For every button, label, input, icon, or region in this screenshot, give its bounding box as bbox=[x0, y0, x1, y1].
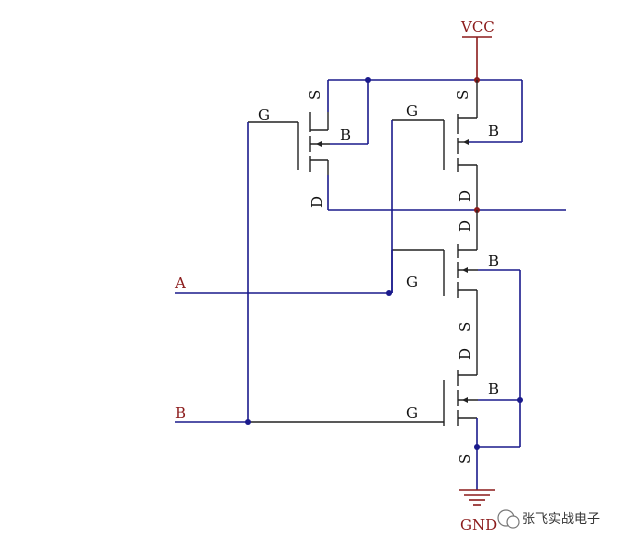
pmos-left: G B S D bbox=[248, 80, 369, 210]
pmos-left-body-label: B bbox=[340, 126, 351, 144]
pmos-right-drain-label: D bbox=[456, 190, 474, 202]
input-b-junction bbox=[245, 419, 251, 425]
input-a-label: A bbox=[174, 274, 186, 292]
nmos-top-body-label: B bbox=[488, 252, 499, 270]
body-junction bbox=[517, 397, 523, 403]
nmos-bottom-drain-label: D bbox=[456, 348, 474, 360]
pmos-right-source-label: S bbox=[454, 90, 472, 100]
ground-symbol: GND bbox=[459, 489, 497, 534]
gnd-label: GND bbox=[460, 516, 497, 534]
watermark-text: 张飞实战电子 bbox=[522, 512, 600, 527]
pmos-left-drain-label: D bbox=[308, 196, 326, 208]
nmos-body-tie bbox=[474, 269, 523, 450]
input-a: A bbox=[174, 120, 393, 296]
pmos-right: G B S D bbox=[392, 80, 499, 210]
nmos-bottom-gate-label: G bbox=[406, 404, 418, 422]
pmos-left-source-label: S bbox=[306, 90, 324, 100]
nmos-bottom-body-label: B bbox=[488, 380, 499, 398]
watermark: 张飞实战电子 bbox=[497, 509, 600, 529]
nmos-bottom-source-label: S bbox=[456, 454, 474, 464]
input-b-label: B bbox=[175, 404, 186, 422]
input-a-junction bbox=[386, 290, 392, 296]
vcc-label: VCC bbox=[460, 18, 495, 36]
nmos-bottom: G B D S bbox=[248, 348, 499, 490]
nmos-top-drain-label: D bbox=[456, 220, 474, 232]
source-junction bbox=[474, 444, 480, 450]
nmos-top-gate-label: G bbox=[406, 273, 418, 291]
nmos-top-source-label: S bbox=[456, 322, 474, 332]
pmos-right-gate-label: G bbox=[406, 102, 418, 120]
pmos-left-gate-label: G bbox=[258, 106, 270, 124]
input-b: B bbox=[175, 122, 251, 425]
output-node bbox=[328, 207, 566, 213]
nmos-top: G B D S bbox=[392, 210, 499, 375]
vcc-rail: VCC bbox=[460, 18, 495, 80]
pmos-right-body-label: B bbox=[488, 122, 499, 140]
